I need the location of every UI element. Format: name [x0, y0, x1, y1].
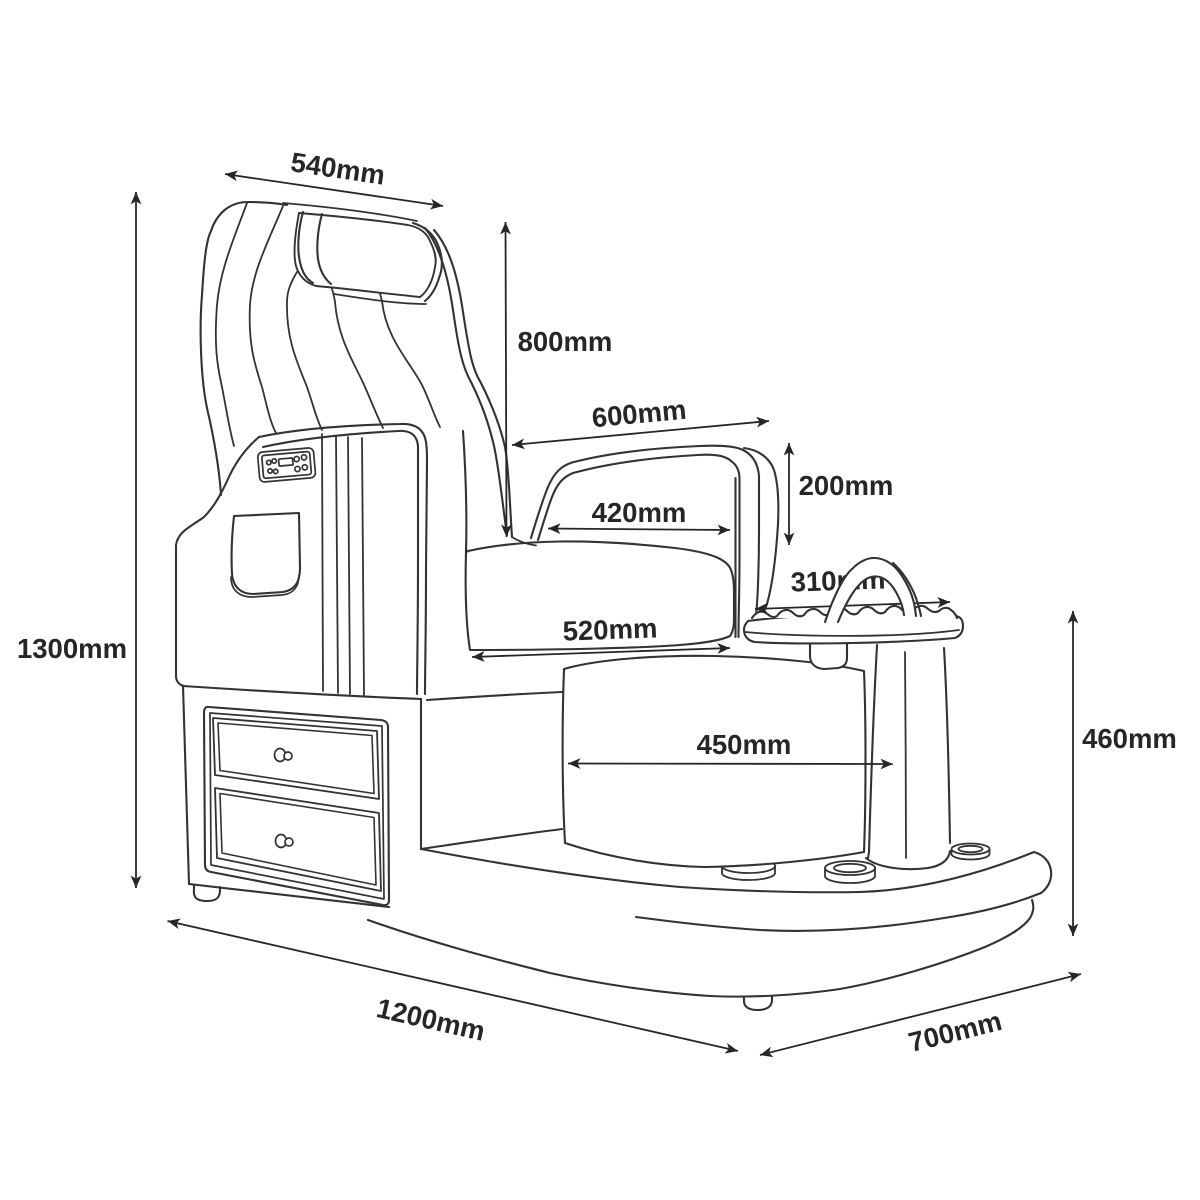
- svg-text:600mm: 600mm: [590, 394, 687, 434]
- svg-text:1300mm: 1300mm: [17, 633, 127, 664]
- svg-text:1200mm: 1200mm: [374, 992, 488, 1047]
- svg-text:700mm: 700mm: [905, 1005, 1004, 1058]
- svg-text:460mm: 460mm: [1082, 723, 1177, 754]
- svg-text:540mm: 540mm: [289, 146, 387, 190]
- svg-text:520mm: 520mm: [562, 612, 658, 646]
- svg-text:800mm: 800mm: [518, 326, 613, 357]
- svg-text:450mm: 450mm: [697, 729, 792, 760]
- svg-text:200mm: 200mm: [799, 470, 894, 501]
- svg-text:420mm: 420mm: [592, 497, 687, 528]
